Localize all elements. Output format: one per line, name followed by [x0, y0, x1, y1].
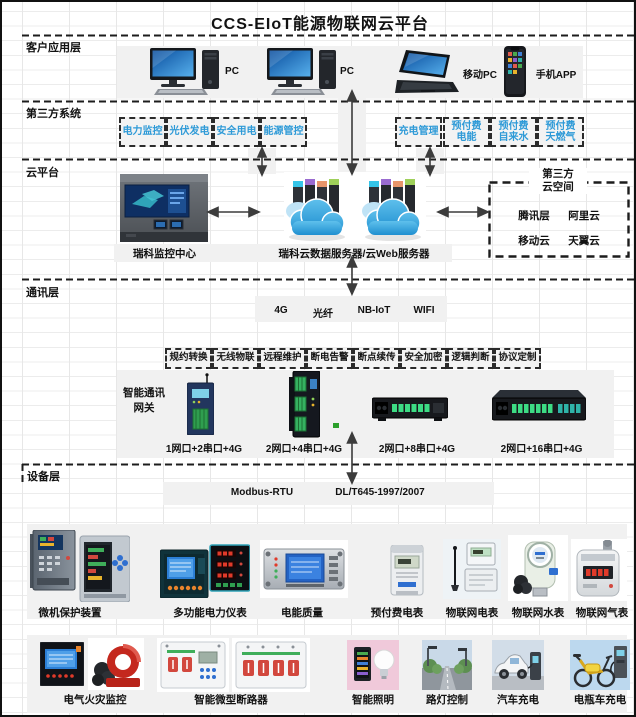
gateway-model-label: 2网口+16串口+4G [500, 444, 583, 455]
device-label-ebike-charging: 电瓶车充电 [573, 694, 627, 706]
tag-prepaid-gas: 预付费 天燃气 [537, 117, 584, 147]
channel-4g: 4G [274, 305, 288, 316]
circuit-breaker-icon [234, 640, 308, 695]
current-transformer-icon [90, 640, 142, 693]
device-label-prepaid-meter: 预付费电表 [370, 607, 424, 619]
rack-gateway-icon [491, 388, 587, 430]
layer-label-device: 设备层 [27, 471, 60, 483]
layer-label-comm: 通讯层 [26, 287, 59, 299]
client-item-label-phone-app: 手机APP [535, 70, 577, 81]
device-label-lighting: 智能照明 [352, 694, 394, 706]
feature-custom-protocol: 协议定制 [494, 348, 541, 369]
device-label-iot-meter: 物联网电表 [445, 607, 499, 619]
tag-charging-management: 充电管理 [395, 117, 442, 147]
protection-device-icon [30, 529, 131, 607]
channel-fiber: 光纤 [313, 309, 333, 320]
power-meter-icon [159, 542, 251, 603]
din-gateway-icon [289, 370, 321, 444]
smart-lighting-icon [347, 640, 399, 695]
layer-label-client: 客户应用层 [26, 42, 81, 54]
circuit-breaker-icon [159, 640, 227, 695]
feature-logic-judgement: 逻辑判断 [447, 348, 494, 369]
tag-energy-management: 能源管控 [260, 117, 307, 147]
gateway-label: 智能通讯 网关 [123, 387, 165, 414]
device-label-car-charging: 汽车充电 [497, 694, 539, 706]
client-item-label-mobile-pc: 移动PC [463, 70, 497, 81]
protocol-band [163, 482, 494, 505]
feature-power-loss-alarm: 断电告警 [306, 348, 353, 369]
device-label-street-light: 路灯控制 [426, 694, 468, 706]
tag-safe-electricity: 安全用电 [213, 117, 260, 147]
provider-tianyi-cloud: 天翼云 [568, 235, 600, 247]
layer-label-cloud: 云平台 [26, 167, 59, 179]
layer-label-thirdparty: 第三方系统 [26, 108, 81, 120]
device-label-fire-monitor: 电气火灾监控 [63, 694, 127, 706]
fire-monitor-icon [39, 641, 85, 691]
rack-gateway-icon [371, 396, 449, 428]
feature-protocol-conversion: 规约转换 [165, 348, 212, 369]
desktop-pc-icon [267, 48, 339, 101]
cloud-label-band [114, 244, 452, 262]
din-gateway-icon [186, 373, 215, 440]
feature-encryption: 安全加密 [400, 348, 447, 369]
gateway-model-label: 2网口+8串口+4G [378, 444, 456, 455]
channel-nbiot: NB-IoT [357, 305, 391, 316]
channel-wifi: WIFI [413, 305, 435, 316]
monitoring-center-photo [120, 174, 208, 247]
protocol-dlt645: DL/T645-1997/2007 [335, 487, 425, 498]
cloud-server-icon [284, 173, 426, 248]
smartphone-icon [504, 46, 526, 102]
third-cloud-title: 第三方 云空间 [529, 168, 587, 195]
channels-band [255, 296, 447, 322]
tag-pv-generation: 光伏发电 [166, 117, 213, 147]
device-label-iot-gas: 物联网气表 [575, 607, 629, 619]
power-quality-icon [262, 545, 346, 600]
ebike-charging-icon [570, 640, 630, 695]
protocol-modbus: Modbus-RTU [230, 487, 294, 498]
feature-remote-maintenance: 远程维护 [259, 348, 306, 369]
gateway-model-label: 1网口+2串口+4G [165, 444, 243, 455]
street-light-icon [422, 640, 472, 695]
arrow-strip-right [416, 148, 444, 174]
page-title: CCS-EIoT能源物联网云平台 [211, 16, 429, 33]
tag-prepaid-water: 预付费 自来水 [490, 117, 537, 147]
device-label-multimeter: 多功能电力仪表 [173, 607, 247, 619]
arrow-strip-center [338, 98, 366, 174]
laptop-icon [395, 49, 459, 100]
client-item-label-pc2: PC [340, 66, 354, 77]
feature-resume-transfer: 断点续传 [353, 348, 400, 369]
provider-aliyun: 阿里云 [568, 210, 600, 222]
arrow-strip-left [248, 148, 276, 174]
car-charging-icon [492, 640, 544, 695]
cloud-server-label: 瑞科云数据服务器/云Web服务器 [278, 248, 430, 260]
feature-wireless-iot: 无线物联 [212, 348, 259, 369]
monitoring-center-label: 瑞科监控中心 [133, 248, 196, 260]
iot-water-meter-icon [509, 536, 567, 605]
device-label-power-quality: 电能质量 [281, 607, 323, 619]
device-label-protection: 微机保护装置 [38, 607, 102, 619]
tag-power-monitoring: 电力监控 [119, 117, 166, 147]
desktop-pc-icon [150, 48, 222, 101]
prepaid-meter-icon [389, 544, 425, 604]
iot-gas-meter-icon [573, 539, 625, 605]
iot-electric-meter-icon [445, 541, 499, 602]
device-label-iot-water: 物联网水表 [511, 607, 565, 619]
gateway-model-label: 2网口+4串口+4G [265, 444, 343, 455]
client-item-label-pc1: PC [225, 66, 239, 77]
device-label-breaker: 智能微型断路器 [194, 694, 268, 706]
tag-prepaid-energy: 预付费 电能 [443, 117, 490, 147]
